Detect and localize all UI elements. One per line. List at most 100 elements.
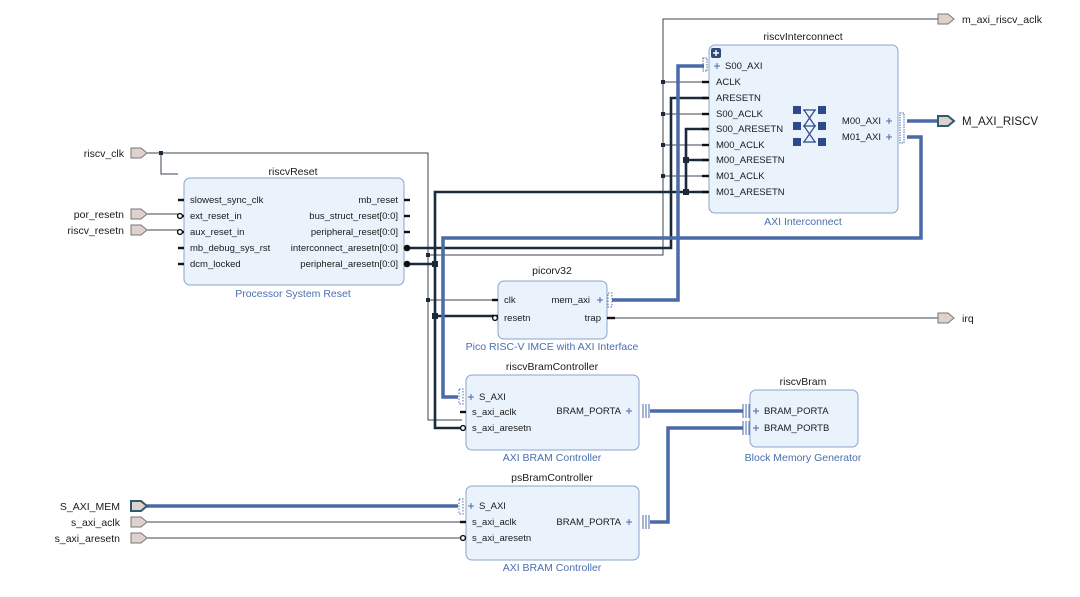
block-ip-type: Block Memory Generator (745, 452, 862, 464)
pin-label: s_axi_aresetn (472, 423, 531, 434)
output-port-icon (937, 13, 955, 25)
pin-label: M00_ACLK (716, 140, 765, 151)
block-riscv-interconnect[interactable]: riscvInterconnect S00_AXI ACLK ARESETN S… (702, 31, 905, 228)
picorv-pins (491, 292, 615, 322)
block-riscv-reset[interactable]: riscvReset slowest_sync_clk ext_reset_in… (176, 166, 411, 300)
pin-label: M00_AXI (842, 116, 881, 127)
block-ip-type: Pico RISC-V IMCE with AXI Interface (466, 341, 639, 353)
net-clk-interconnect-aclk[interactable] (663, 81, 708, 177)
pin-label: ACLK (716, 77, 741, 88)
block-riscv-bram[interactable]: riscvBram BRAM_PORTA BRAM_PORTB Block Me… (742, 376, 862, 464)
net-riscv-clk-to-reset[interactable] (160, 153, 178, 175)
pin-label: BRAM_PORTA (556, 406, 621, 417)
net-peripheral-aresetn-down[interactable] (433, 264, 462, 430)
port-m-axi-riscv-aclk[interactable]: m_axi_riscv_aclk (937, 13, 1043, 26)
pin-label: trap (585, 313, 601, 324)
reset-pins (176, 198, 411, 268)
pin-label: s_axi_aclk (472, 517, 517, 528)
pin-label: s_axi_aclk (472, 407, 517, 418)
pin-label: M01_AXI (842, 132, 881, 143)
net-clk-up[interactable] (428, 18, 938, 256)
port-label: riscv_resetn (67, 225, 124, 237)
pin-label: S00_ARESETN (716, 124, 783, 135)
riscv-bram-ctrl-pins (458, 388, 650, 432)
pin-label: clk (504, 295, 516, 306)
input-port-icon (130, 147, 148, 159)
input-port-icon (130, 516, 148, 528)
interconnect-pins (702, 57, 905, 194)
block-picorv32[interactable]: picorv32 clk resetn mem_axi trap Pico RI… (466, 265, 639, 353)
port-s-axi-aresetn[interactable]: s_axi_aresetn (55, 532, 148, 545)
block-body (497, 280, 608, 340)
bus-bram-portb[interactable] (650, 426, 743, 524)
port-label: s_axi_aclk (71, 517, 121, 529)
port-irq[interactable]: irq (937, 312, 974, 325)
net-interconnect-aresetn[interactable] (406, 96, 708, 250)
crossbar-icon (793, 106, 826, 146)
block-instance-name: riscvReset (268, 166, 317, 178)
port-label: m_axi_riscv_aclk (962, 14, 1043, 26)
bus-m01-axi[interactable] (441, 135, 923, 399)
pin-label: S_AXI (479, 392, 506, 403)
pin-label: peripheral_aresetn[0:0] (300, 259, 398, 270)
block-ip-type: AXI BRAM Controller (503, 452, 602, 464)
bus-port-icon (130, 500, 149, 512)
block-instance-name: psBramController (511, 472, 593, 484)
port-label: irq (962, 313, 974, 325)
pin-label: resetn (504, 313, 530, 324)
block-riscv-bram-controller[interactable]: riscvBramController S_AXI s_axi_aclk s_a… (458, 361, 650, 464)
wires (147, 18, 938, 539)
block-body (749, 389, 859, 448)
bus-port-icon (937, 115, 956, 127)
port-label: M_AXI_RISCV (962, 116, 1038, 128)
pin-label: M01_ARESETN (716, 187, 785, 198)
port-s-axi-aclk[interactable]: s_axi_aclk (71, 516, 148, 529)
block-ip-type: AXI BRAM Controller (503, 562, 602, 574)
expand-icon[interactable] (711, 48, 721, 58)
port-m-axi-riscv[interactable]: M_AXI_RISCV (937, 115, 1038, 128)
pin-label: S_AXI (479, 501, 506, 512)
port-label: S_AXI_MEM (60, 501, 120, 513)
pin-label: slowest_sync_clk (190, 195, 264, 206)
pin-label: BRAM_PORTA (556, 517, 621, 528)
pin-label: S00_AXI (725, 61, 763, 72)
port-s-axi-mem[interactable]: S_AXI_MEM (60, 500, 149, 513)
pin-label: M00_ARESETN (716, 155, 785, 166)
riscv-bram-pins (742, 404, 759, 435)
pin-label: bus_struct_reset[0:0] (309, 211, 398, 222)
pin-label: aux_reset_in (190, 227, 244, 238)
pin-label: mem_axi (551, 295, 590, 306)
port-label: s_axi_aresetn (55, 533, 121, 545)
pin-label: mb_reset (358, 195, 398, 206)
input-port-icon (130, 208, 148, 220)
pin-label: peripheral_reset[0:0] (311, 227, 398, 238)
pin-label: BRAM_PORTA (764, 406, 829, 417)
net-riscv-clk[interactable] (147, 152, 462, 421)
pin-label: mb_debug_sys_rst (190, 243, 271, 254)
block-instance-name: riscvBramController (506, 361, 599, 373)
block-ps-bram-controller[interactable]: psBramController S_AXI s_axi_aclk s_axi_… (458, 472, 650, 574)
bus-mem-axi[interactable] (612, 64, 704, 302)
pin-label: interconnect_aresetn[0:0] (291, 243, 398, 254)
port-riscv-resetn[interactable]: riscv_resetn (67, 224, 148, 237)
block-instance-name: riscvBram (780, 376, 827, 388)
pin-label: ext_reset_in (190, 211, 242, 222)
input-port-icon (130, 532, 148, 544)
block-instance-name: picorv32 (532, 265, 572, 277)
block-ip-type: AXI Interconnect (764, 216, 842, 228)
block-instance-name: riscvInterconnect (763, 31, 842, 43)
net-peripheral-aresetn[interactable] (406, 127, 708, 266)
pin-label: S00_ACLK (716, 109, 764, 120)
port-riscv-clk[interactable]: riscv_clk (84, 147, 148, 160)
pin-label: s_axi_aresetn (472, 533, 531, 544)
pin-label: dcm_locked (190, 259, 241, 270)
pin-label: BRAM_PORTB (764, 423, 829, 434)
input-port-icon (130, 224, 148, 236)
pin-label: M01_ACLK (716, 171, 765, 182)
pin-label: ARESETN (716, 93, 761, 104)
output-port-icon (937, 312, 955, 324)
port-por-resetn[interactable]: por_resetn (74, 208, 148, 221)
junctions (159, 80, 689, 319)
ps-bram-ctrl-pins (458, 498, 650, 542)
